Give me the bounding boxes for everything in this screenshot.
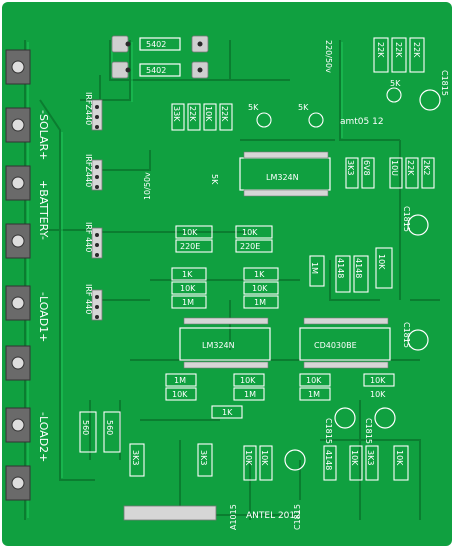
board-substrate — [2, 2, 452, 546]
label-r3k3-d: 3K3 — [366, 450, 375, 465]
label-mosfet2: IRFZ440 — [84, 154, 93, 187]
vertical-resistor-group-a — [171, 103, 233, 131]
bottom-header-pads — [123, 505, 217, 521]
label-battery: +BATTERY- — [37, 180, 50, 240]
label-r10k-d: 10K — [180, 284, 196, 293]
label-r22k-d: 22K — [394, 42, 403, 58]
label-mosfet3: IRF 440 — [84, 222, 93, 252]
label-r22k-e: 22K — [412, 42, 421, 58]
label-pot5k-c: 5K — [390, 79, 401, 88]
label-ic-cd4030: CD4030BE — [314, 341, 357, 350]
label-pot5k-a: 5K — [248, 103, 259, 112]
potentiometers — [256, 87, 402, 128]
label-ic-lm324-bottom: LM324N — [202, 341, 235, 350]
label-r5402-bottom: 5402 — [146, 66, 166, 75]
top-resistor-pads — [111, 35, 209, 79]
label-cap-220-50: 220/50v — [324, 40, 333, 73]
label-d4148-a: 4148 — [336, 258, 345, 278]
label-r1k-c: 1K — [222, 408, 233, 417]
label-c1815-b1: C1815 — [324, 418, 333, 444]
label-r10k-n: 10K — [350, 450, 359, 466]
label-solar: -SOLAR+ — [37, 110, 50, 160]
label-c1815-b2: C1815 — [364, 418, 373, 444]
label-r3k3-b: 3K3 — [131, 450, 140, 465]
label-r10k-e: 10K — [252, 284, 268, 293]
vertical-resistor-group-c — [309, 247, 393, 293]
label-r22k-f: 22K — [406, 160, 415, 176]
label-amt: amt05 12 — [340, 117, 384, 127]
label-mosfet4: IRF 440 — [84, 284, 93, 314]
label-r10k-c: 10K — [242, 228, 258, 237]
label-r2k2: 2K2 — [422, 160, 431, 175]
label-r10k-b: 10K — [182, 228, 198, 237]
label-r5402-top: 5402 — [146, 40, 166, 49]
label-r10k-a: 10K — [204, 106, 213, 122]
label-r1m-e: 1M — [244, 390, 256, 399]
label-r1m-f: 1M — [308, 390, 320, 399]
label-c1815-mid: C1815 — [402, 206, 411, 232]
label-r10k-h: 10K — [240, 376, 256, 385]
label-r1m-c: 1M — [310, 262, 319, 274]
label-r22k-a: 22K — [188, 106, 197, 122]
label-mosfet1: IRFZ440 — [84, 92, 93, 125]
mounting-holes — [95, 41, 203, 319]
label-r220e-a: 220E — [180, 242, 200, 251]
label-cap-10-50: 10/50v — [143, 172, 152, 200]
label-r5k-mid: 5K — [210, 174, 219, 185]
label-r3k3-a: 3K3 — [346, 160, 355, 175]
label-r220e-b: 220E — [240, 242, 260, 251]
label-pot5k-b: 5K — [298, 103, 309, 112]
label-r560-b: 560 — [105, 420, 114, 435]
label-r10k-k: 10K — [370, 390, 386, 399]
label-load1: -LOAD1+ — [37, 292, 50, 342]
label-r10k-g: 10K — [172, 390, 188, 399]
label-r1m-d: 1M — [174, 376, 186, 385]
vertical-resistor-group-d — [79, 411, 409, 481]
label-r10k-m: 10K — [260, 450, 269, 466]
label-r1m-b: 1M — [254, 298, 266, 307]
horizontal-resistor-group-a — [171, 225, 279, 309]
label-r10k-j: 10K — [370, 376, 386, 385]
label-r10k-o: 10K — [395, 450, 404, 466]
label-r560-a: 560 — [81, 420, 90, 435]
ic-pin-rows — [183, 151, 389, 369]
top-resistor-bodies — [139, 37, 181, 77]
label-d4148-c: 4148 — [324, 450, 333, 470]
label-d6v8: 6V8 — [362, 160, 371, 176]
label-c1815-right: C1815 — [402, 322, 411, 348]
label-r10k-l: 10K — [244, 450, 253, 466]
label-r22k-b: 22K — [220, 106, 229, 122]
label-r10k-f: 10K — [377, 254, 386, 270]
label-load2: -LOAD2+ — [37, 412, 50, 462]
label-d4148-b: 4148 — [354, 258, 363, 278]
label-r10k-i: 10K — [306, 376, 322, 385]
label-ic-lm324-top: LM324N — [266, 173, 299, 182]
label-r3k3-c: 3K3 — [199, 450, 208, 465]
label-r1k-a: 1K — [182, 270, 193, 279]
label-r1m-a: 1M — [182, 298, 194, 307]
label-r33k: 33K — [172, 106, 181, 122]
label-r22k-c: 22K — [376, 42, 385, 58]
label-r1k-b: 1K — [254, 270, 265, 279]
transistor-outlines — [284, 89, 441, 471]
label-antel: ANTEL 2012 — [246, 511, 301, 521]
label-c10u: 10U — [390, 160, 399, 176]
label-c1815-tr: C1815 — [440, 70, 449, 96]
connector-blocks — [5, 49, 31, 501]
label-a1015: A1015 — [229, 504, 238, 530]
horizontal-resistor-group-b — [165, 373, 395, 419]
vertical-resistor-group-b — [345, 37, 435, 189]
label-c1815-b3: C1815 — [293, 504, 302, 530]
